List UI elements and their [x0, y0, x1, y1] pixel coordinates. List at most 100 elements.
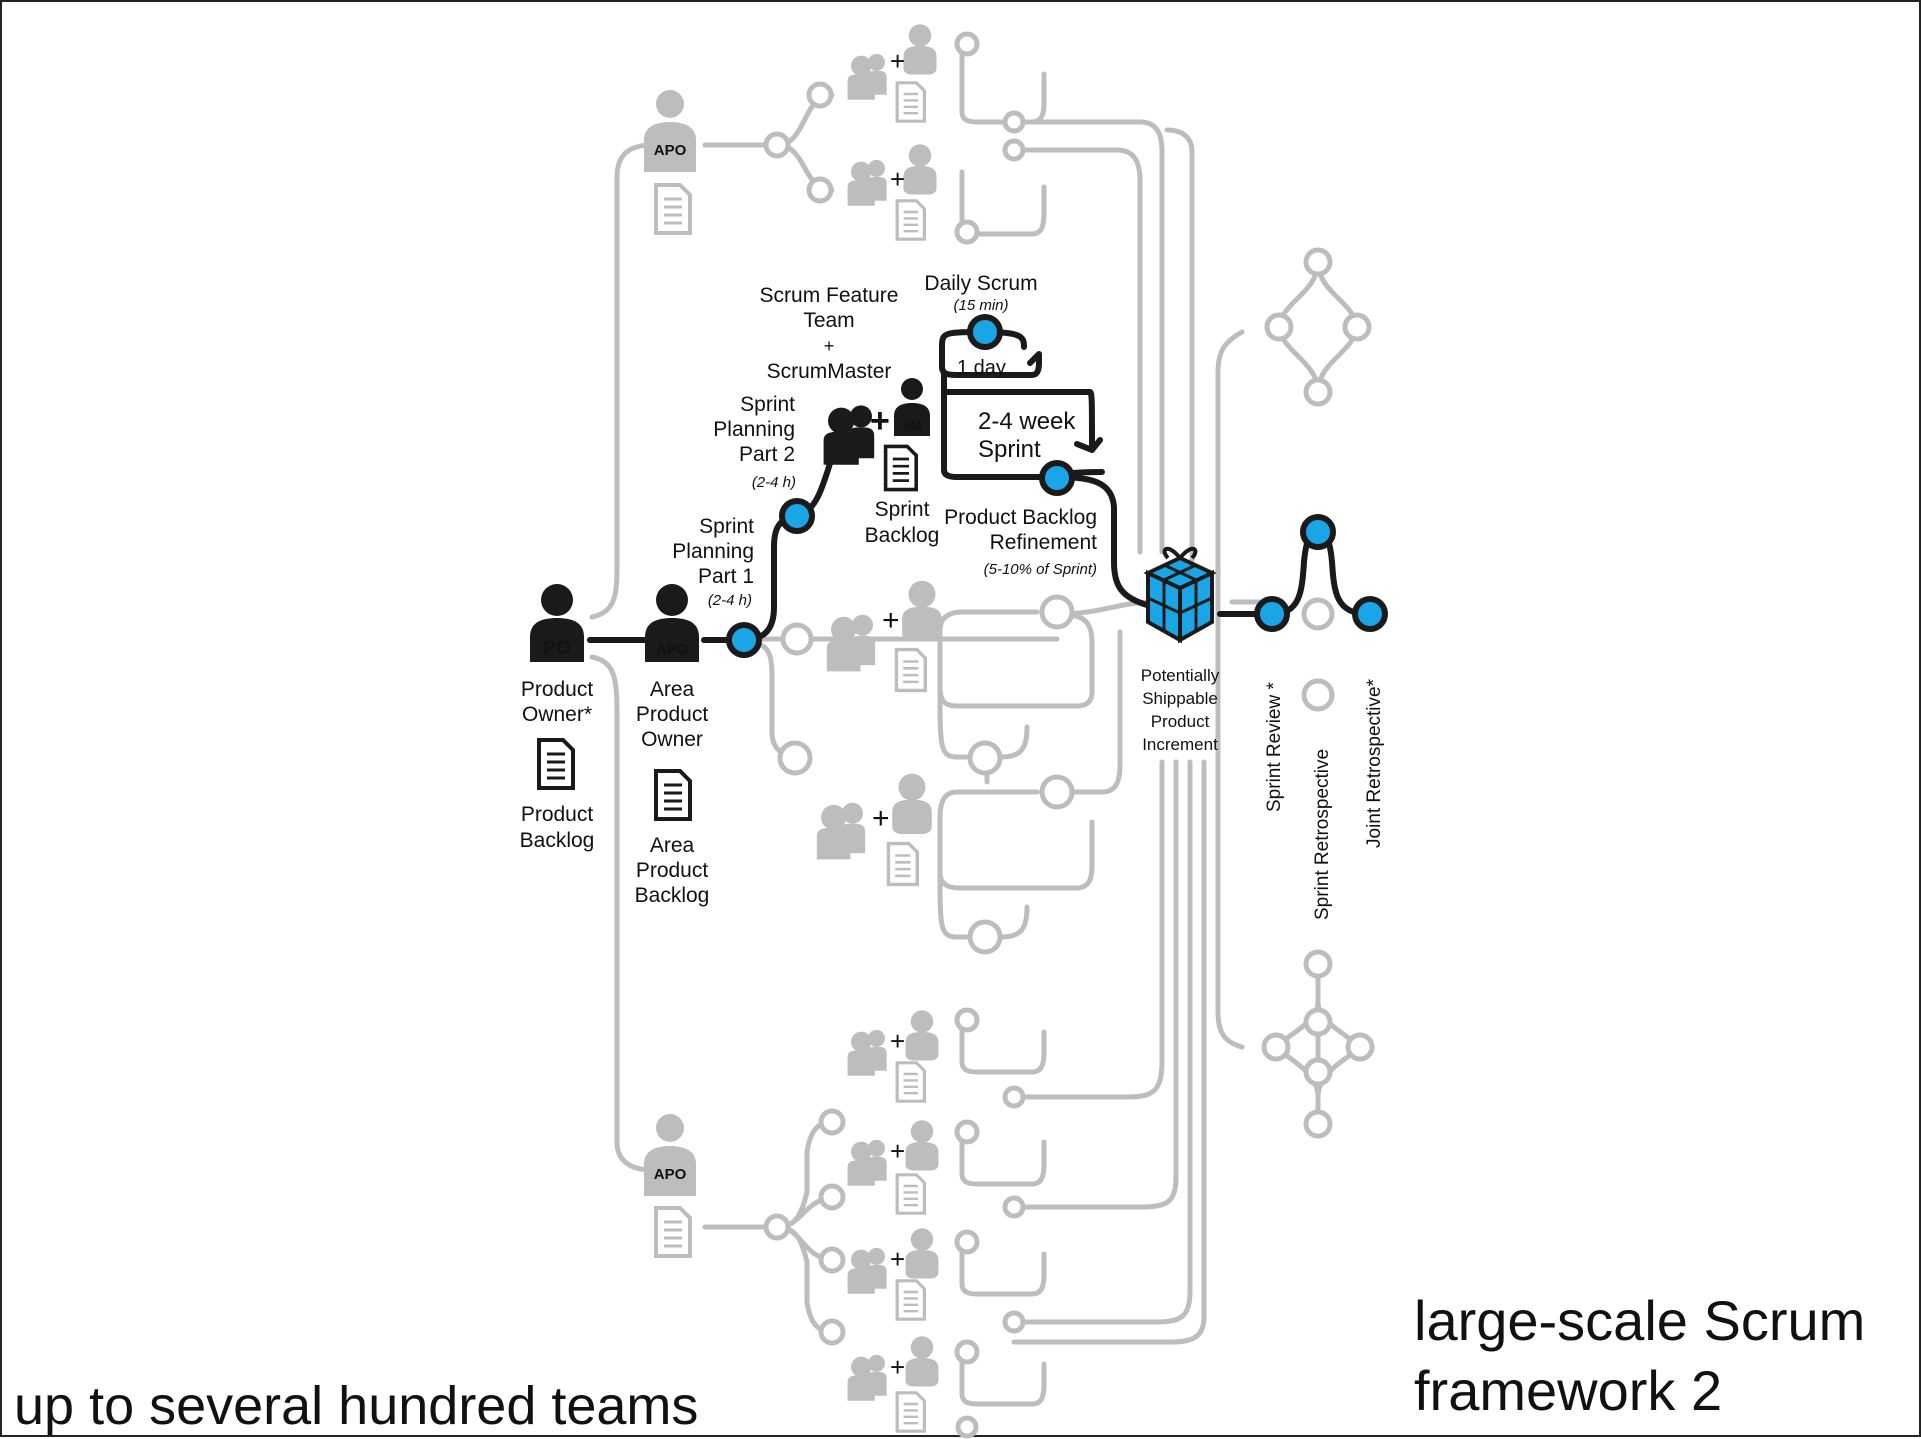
svg-text:Sprint: Sprint	[875, 498, 930, 521]
svg-text:framework 2: framework 2	[1414, 1359, 1722, 1422]
product-backlog-label: Product Backlog	[520, 803, 595, 852]
po-branch-bottom	[589, 654, 655, 1173]
svg-text:Product: Product	[636, 859, 709, 882]
svg-text:Scrum Feature: Scrum Feature	[760, 284, 899, 307]
plus-sign: +	[890, 1244, 905, 1274]
sprint-label: 2-4 week Sprint	[978, 408, 1076, 463]
document-icon	[894, 647, 927, 693]
apo-badge: APO	[656, 641, 689, 658]
person-icon	[903, 144, 937, 195]
svg-text:Daily Scrum: Daily Scrum	[924, 272, 1037, 295]
sprint-backlog-label: Sprint Backlog	[865, 498, 940, 547]
document-icon	[654, 769, 692, 821]
svg-text:(15 min): (15 min)	[953, 297, 1008, 314]
svg-text:2-4 week: 2-4 week	[978, 408, 1076, 435]
sprint-retrospective-label: Sprint Retrospective	[1312, 749, 1333, 920]
plus-sign: +	[890, 1352, 905, 1382]
person-icon	[905, 1120, 939, 1171]
team-icon	[847, 1139, 887, 1186]
svg-text:Increment: Increment	[1142, 735, 1218, 754]
svg-text:Sprint: Sprint	[978, 436, 1041, 463]
team-icon	[823, 405, 875, 465]
refinement-node	[1039, 460, 1075, 496]
sprint-planning-2-node	[779, 498, 815, 534]
svg-text:Owner*: Owner*	[522, 703, 592, 726]
svg-text:Refinement: Refinement	[990, 531, 1098, 554]
sprint-planning-2-label: Sprint Planning Part 2 (2-4 h)	[713, 393, 796, 491]
apo-bottom: APO	[644, 1114, 696, 1196]
daily-scrum-label: Daily Scrum (15 min)	[924, 272, 1037, 314]
svg-text:Backlog: Backlog	[520, 829, 595, 852]
team-icon	[847, 1029, 887, 1076]
svg-text:(2-4 h): (2-4 h)	[708, 592, 752, 609]
document-icon	[654, 1206, 692, 1258]
svg-text:large-scale Scrum: large-scale Scrum	[1414, 1289, 1865, 1352]
scrum-feature-team	[823, 405, 875, 465]
plus-sign: +	[890, 1136, 905, 1166]
area-product-owner: APO	[645, 584, 699, 662]
person-icon	[541, 584, 573, 616]
svg-text:Shippable: Shippable	[1142, 689, 1218, 708]
document-icon	[654, 183, 692, 235]
person-icon	[905, 1010, 939, 1061]
svg-text:Area: Area	[650, 834, 695, 857]
svg-text:Product: Product	[1151, 712, 1210, 731]
document-icon	[886, 841, 919, 887]
plus-sign: +	[882, 604, 900, 637]
gift-box-icon	[1143, 546, 1217, 644]
plus-sign: +	[890, 164, 905, 194]
area-product-owner-label: Area Product Owner	[636, 678, 709, 751]
svg-text:(5-10% of Sprint): (5-10% of Sprint)	[984, 561, 1097, 578]
person-icon	[901, 378, 923, 400]
plus-sign: +	[890, 1026, 905, 1056]
svg-text:Potentially: Potentially	[1141, 666, 1220, 685]
team-icon	[847, 1354, 887, 1401]
sm-badge: SM	[902, 418, 922, 433]
person-icon	[902, 580, 942, 641]
plus-sign: +	[890, 46, 905, 76]
team-icon	[816, 802, 866, 860]
svg-text:Area: Area	[650, 678, 695, 701]
sprint-planning-1-label: Sprint Planning Part 1 (2-4 h)	[672, 515, 754, 609]
svg-text:APO: APO	[654, 1166, 687, 1183]
refinement-label: Product Backlog Refinement (5-10% of Spr…	[944, 506, 1097, 578]
team-icon	[847, 159, 887, 206]
person-icon	[530, 618, 584, 662]
svg-text:Planning: Planning	[713, 418, 795, 441]
title: large-scale Scrum framework 2	[1414, 1289, 1865, 1422]
sprint-review-node	[1254, 596, 1290, 632]
person-icon	[645, 618, 699, 662]
one-day-label: 1 day	[957, 357, 1006, 379]
person-icon	[892, 773, 932, 834]
inactive-nodes	[763, 31, 1375, 1439]
inactive-plus-signs: + + + + + + + +	[872, 46, 905, 1382]
svg-text:Sprint: Sprint	[699, 515, 754, 538]
person-icon	[644, 122, 696, 172]
apo-top: APO	[644, 90, 696, 172]
area-product-backlog-label: Area Product Backlog	[635, 834, 710, 907]
svg-text:APO: APO	[654, 142, 687, 159]
person-icon	[905, 1228, 939, 1279]
svg-text:Product Backlog: Product Backlog	[944, 506, 1097, 529]
sprint-retrospective-node	[1300, 514, 1336, 550]
daily-scrum-node	[967, 314, 1003, 350]
person-icon	[903, 24, 937, 75]
inactive-connectors	[589, 51, 1363, 1407]
team-icon	[826, 614, 876, 672]
plus-sign: +	[870, 402, 890, 440]
joint-retrospective-label: Joint Retrospective*	[1364, 678, 1385, 848]
document-icon	[895, 1173, 927, 1215]
document-icon	[895, 1391, 927, 1433]
svg-text:(2-4 h): (2-4 h)	[752, 474, 796, 491]
document-icon	[895, 1061, 927, 1103]
svg-text:ScrumMaster: ScrumMaster	[767, 360, 892, 383]
scrum-master: SM	[894, 378, 930, 436]
svg-text:Backlog: Backlog	[635, 884, 710, 907]
team-label: Scrum Feature Team + ScrumMaster	[760, 284, 899, 383]
sprint-planning-1-node	[726, 622, 762, 658]
team-icon	[847, 1247, 887, 1294]
document-icon	[895, 1279, 927, 1321]
svg-text:Part 1: Part 1	[698, 565, 754, 588]
person-icon	[656, 584, 688, 616]
active-nodes	[726, 314, 1388, 658]
